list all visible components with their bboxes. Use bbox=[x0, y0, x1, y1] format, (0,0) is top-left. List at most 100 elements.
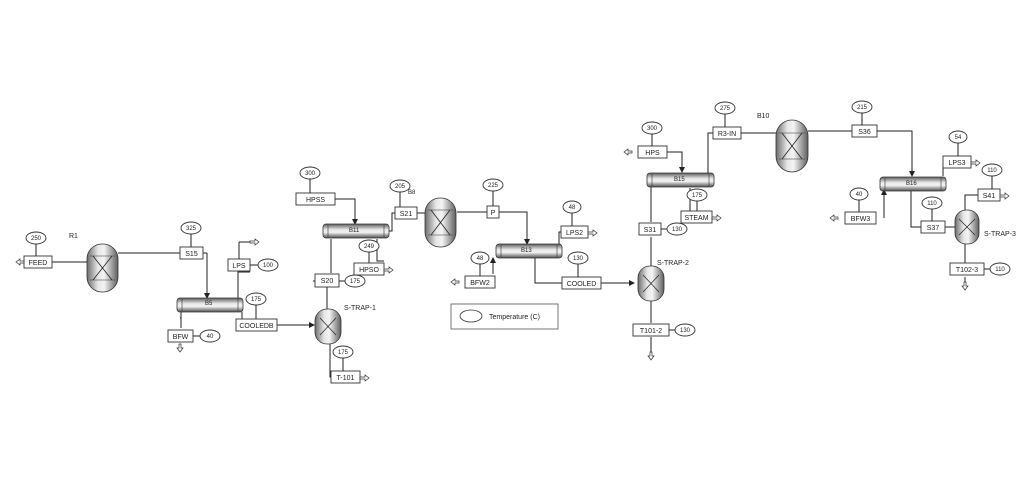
svg-text:T-101: T-101 bbox=[337, 375, 355, 382]
svg-text:S20: S20 bbox=[321, 278, 334, 285]
svg-text:275: 275 bbox=[720, 106, 731, 112]
heat-exchanger-b13[interactable] bbox=[495, 243, 563, 259]
arrow-bfw-in bbox=[176, 343, 184, 353]
stream-feed[interactable]: FEED bbox=[23, 255, 53, 269]
stream-bfw3[interactable]: BFW3 bbox=[844, 211, 877, 225]
stream-p[interactable]: P bbox=[486, 205, 500, 219]
stream-t101[interactable]: T-101 bbox=[330, 370, 361, 384]
steam-trap-1[interactable] bbox=[314, 308, 342, 345]
heat-exchanger-b5[interactable] bbox=[176, 297, 244, 313]
legend: Temperature (C) bbox=[450, 303, 559, 330]
svg-text:COOLEDB: COOLEDB bbox=[239, 323, 274, 330]
temp-s21: 205 bbox=[389, 179, 411, 207]
stream-boxes: FEED S15 LPS BFW COOLEDB HPSS S21 HPSO bbox=[23, 124, 1001, 384]
svg-text:LPS3: LPS3 bbox=[948, 160, 965, 167]
svg-text:S21: S21 bbox=[400, 211, 413, 218]
svg-text:T101-2: T101-2 bbox=[640, 328, 662, 335]
stream-r3in[interactable]: R3-IN bbox=[712, 126, 742, 140]
svg-text:HPSS: HPSS bbox=[306, 197, 325, 204]
label-strap3: S-TRAP-3 bbox=[984, 231, 1016, 238]
temp-s31: 130 bbox=[661, 222, 688, 236]
steam-trap-2[interactable] bbox=[637, 265, 665, 302]
stream-s21[interactable]: S21 bbox=[394, 206, 418, 220]
stream-hpss[interactable]: HPSS bbox=[295, 192, 336, 206]
stream-cooledb[interactable]: COOLEDB bbox=[235, 318, 278, 332]
svg-text:LPS: LPS bbox=[232, 263, 246, 270]
svg-text:205: 205 bbox=[395, 184, 406, 190]
svg-text:R3-IN: R3-IN bbox=[718, 131, 736, 138]
stream-lps2[interactable]: LPS2 bbox=[560, 225, 589, 239]
stream-s37[interactable]: S37 bbox=[920, 220, 946, 234]
svg-text:110: 110 bbox=[987, 168, 997, 174]
temp-hpso: 249 bbox=[358, 239, 380, 263]
svg-text:250: 250 bbox=[31, 236, 42, 242]
temp-lps3: 54 bbox=[948, 130, 968, 156]
stream-bfw[interactable]: BFW bbox=[167, 329, 194, 343]
temp-r3in: 275 bbox=[714, 101, 736, 127]
label-b15: B15 bbox=[674, 177, 685, 183]
stream-lps[interactable]: LPS bbox=[227, 258, 251, 272]
svg-text:BFW: BFW bbox=[173, 334, 189, 341]
svg-text:175: 175 bbox=[350, 279, 361, 285]
svg-text:BFW3: BFW3 bbox=[851, 216, 871, 223]
reactor-b8[interactable] bbox=[424, 197, 457, 248]
label-strap2: S-TRAP-2 bbox=[657, 260, 689, 267]
reactor-r1[interactable] bbox=[86, 243, 119, 293]
arrow-t101-out bbox=[359, 374, 370, 382]
temp-s15: 325 bbox=[180, 221, 202, 247]
svg-text:40: 40 bbox=[856, 192, 863, 198]
stream-s15[interactable]: S15 bbox=[179, 246, 204, 260]
stream-hpso[interactable]: HPSO bbox=[353, 262, 385, 276]
temp-cooledb: 175 bbox=[245, 292, 267, 319]
stream-lps3[interactable]: LPS3 bbox=[942, 155, 972, 169]
svg-text:P: P bbox=[491, 210, 496, 217]
temp-s41: 110 bbox=[981, 163, 1003, 189]
stream-s36[interactable]: S36 bbox=[851, 124, 878, 138]
svg-text:130: 130 bbox=[672, 227, 683, 233]
arrow-s41-out bbox=[999, 192, 1010, 200]
stream-t1012[interactable]: T101-2 bbox=[632, 323, 670, 337]
stream-cooled[interactable]: COOLED bbox=[561, 276, 602, 290]
arrow-steam-out bbox=[711, 214, 722, 222]
svg-text:S15: S15 bbox=[185, 251, 198, 258]
label-strap1: S-TRAP-1 bbox=[344, 305, 376, 312]
stream-s31[interactable]: S31 bbox=[638, 222, 662, 236]
svg-text:175: 175 bbox=[251, 297, 262, 303]
label-b13: B13 bbox=[521, 248, 532, 254]
temp-bfw2: 48 bbox=[470, 251, 490, 276]
legend-oval-icon bbox=[459, 309, 483, 323]
arrow-bfw3-in bbox=[829, 214, 839, 222]
port-arrows bbox=[15, 148, 1010, 382]
svg-text:100: 100 bbox=[263, 263, 274, 269]
stream-steam[interactable]: STEAM bbox=[680, 210, 713, 224]
stream-s20[interactable]: S20 bbox=[314, 273, 340, 288]
svg-text:48: 48 bbox=[569, 205, 576, 211]
heat-exchanger-b16[interactable] bbox=[879, 176, 947, 192]
stream-hps[interactable]: HPS bbox=[637, 145, 668, 159]
heat-exchanger-b15[interactable] bbox=[646, 172, 715, 188]
stream-bfw2[interactable]: BFW2 bbox=[464, 275, 496, 289]
svg-text:110: 110 bbox=[927, 201, 937, 207]
label-b16: B16 bbox=[906, 181, 917, 187]
legend-label: Temperature (C) bbox=[489, 314, 540, 321]
temp-lps: 100 bbox=[250, 258, 279, 272]
steam-trap-3[interactable] bbox=[954, 209, 980, 245]
svg-text:T102-3: T102-3 bbox=[956, 267, 978, 274]
heat-exchanger-b11[interactable] bbox=[322, 223, 390, 239]
reactor-b10[interactable] bbox=[775, 119, 809, 173]
svg-text:175: 175 bbox=[338, 350, 349, 356]
svg-text:175: 175 bbox=[692, 193, 703, 199]
svg-text:BFW2: BFW2 bbox=[470, 280, 490, 287]
arrow-lps-out bbox=[249, 238, 260, 246]
temp-bfw3: 40 bbox=[849, 187, 869, 212]
temp-hps: 300 bbox=[641, 121, 663, 146]
svg-text:S31: S31 bbox=[644, 227, 657, 234]
block-labels: R1 B5 S-TRAP-1 B11 B8 B13 S-TRAP-2 B15 B… bbox=[69, 113, 1016, 312]
arrow-lps3-out bbox=[970, 159, 981, 167]
stream-t1023[interactable]: T102-3 bbox=[949, 262, 985, 276]
stream-s41[interactable]: S41 bbox=[977, 188, 1001, 202]
temp-s20: 175 bbox=[339, 274, 366, 288]
svg-text:HPSO: HPSO bbox=[359, 267, 379, 274]
temp-cooled: 130 bbox=[567, 251, 589, 277]
